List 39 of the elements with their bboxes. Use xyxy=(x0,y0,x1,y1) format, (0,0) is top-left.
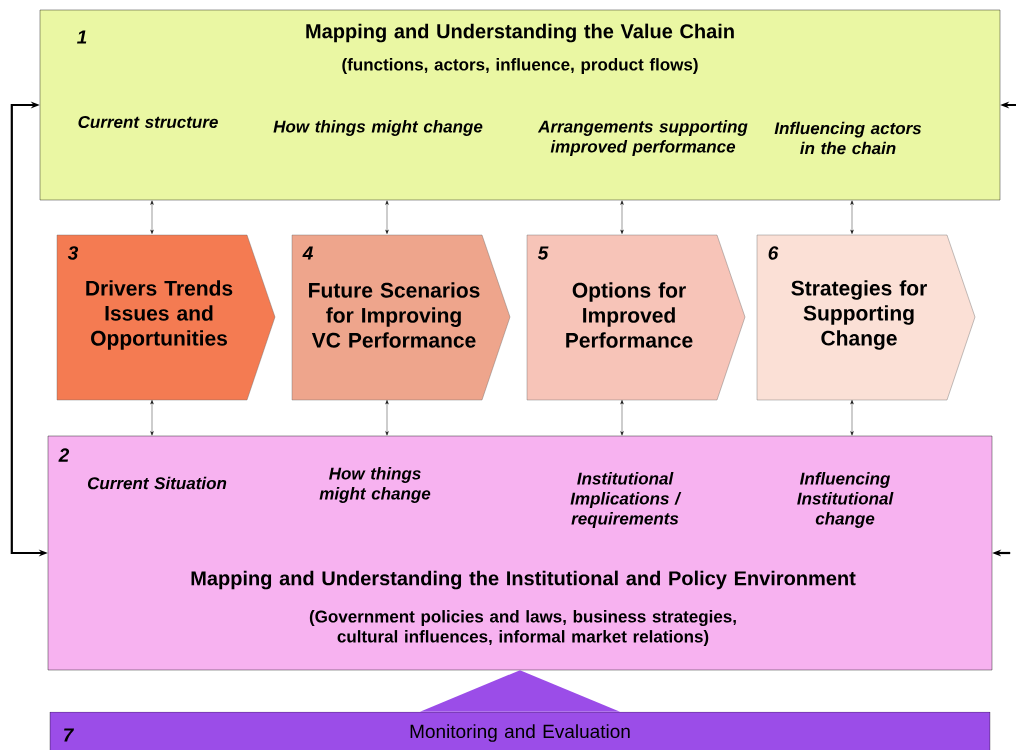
chevron-label: Options for Improved Performance xyxy=(566,282,693,348)
box-title: Mapping and Understanding the Institutional and Policy Environment xyxy=(191,570,856,590)
box-label: Current Situation xyxy=(87,476,227,490)
arrow xyxy=(850,200,854,234)
box-label: Current structure xyxy=(78,116,218,129)
chevron-box xyxy=(526,234,746,401)
step-number: 1 xyxy=(77,30,87,44)
step-number: 6 xyxy=(768,246,779,260)
box-label: Arrangements supporting improved performance xyxy=(537,120,748,156)
box-label: Influencing actors in the chain xyxy=(774,121,922,155)
box-subtitle: (functions, actors, influence, product flows) xyxy=(342,58,698,74)
arrow xyxy=(150,400,154,436)
chevron-box xyxy=(756,234,976,401)
box-subtitle: (Government policies and laws, business strategies, cultural influences, informal market relations) xyxy=(309,610,736,646)
block-arrow xyxy=(420,670,620,712)
panel-box xyxy=(47,435,993,671)
box-label: How things might change xyxy=(273,120,483,136)
step-number: 5 xyxy=(537,246,549,260)
chevron-box xyxy=(56,234,276,401)
step-number: 7 xyxy=(64,728,75,742)
step-number: 3 xyxy=(67,246,79,260)
arrow xyxy=(620,200,624,234)
step-number: 4 xyxy=(302,246,313,260)
chevron-label: Drivers Trends Issues and Opportunities xyxy=(86,280,233,350)
chevron-label: Future Scenarios for Improving VC Performance xyxy=(309,282,480,348)
box-label: Influencing Institutional change xyxy=(797,472,894,528)
arrow xyxy=(385,400,389,436)
chevron-box xyxy=(291,234,511,401)
arrow xyxy=(850,400,854,436)
panel-box xyxy=(39,9,1001,201)
chevron-label: Strategies for Supporting Change xyxy=(791,280,927,350)
box-label: How things might change xyxy=(319,467,431,503)
step-number: 2 xyxy=(58,448,70,462)
box-label: Institutional Implications / requirements xyxy=(570,472,682,528)
arrow xyxy=(620,400,624,436)
arrow xyxy=(385,200,389,234)
arrow xyxy=(150,200,154,234)
box-title: Mapping and Understanding the Value Chain xyxy=(306,23,734,43)
box-title: Monitoring and Evaluation xyxy=(410,724,630,742)
